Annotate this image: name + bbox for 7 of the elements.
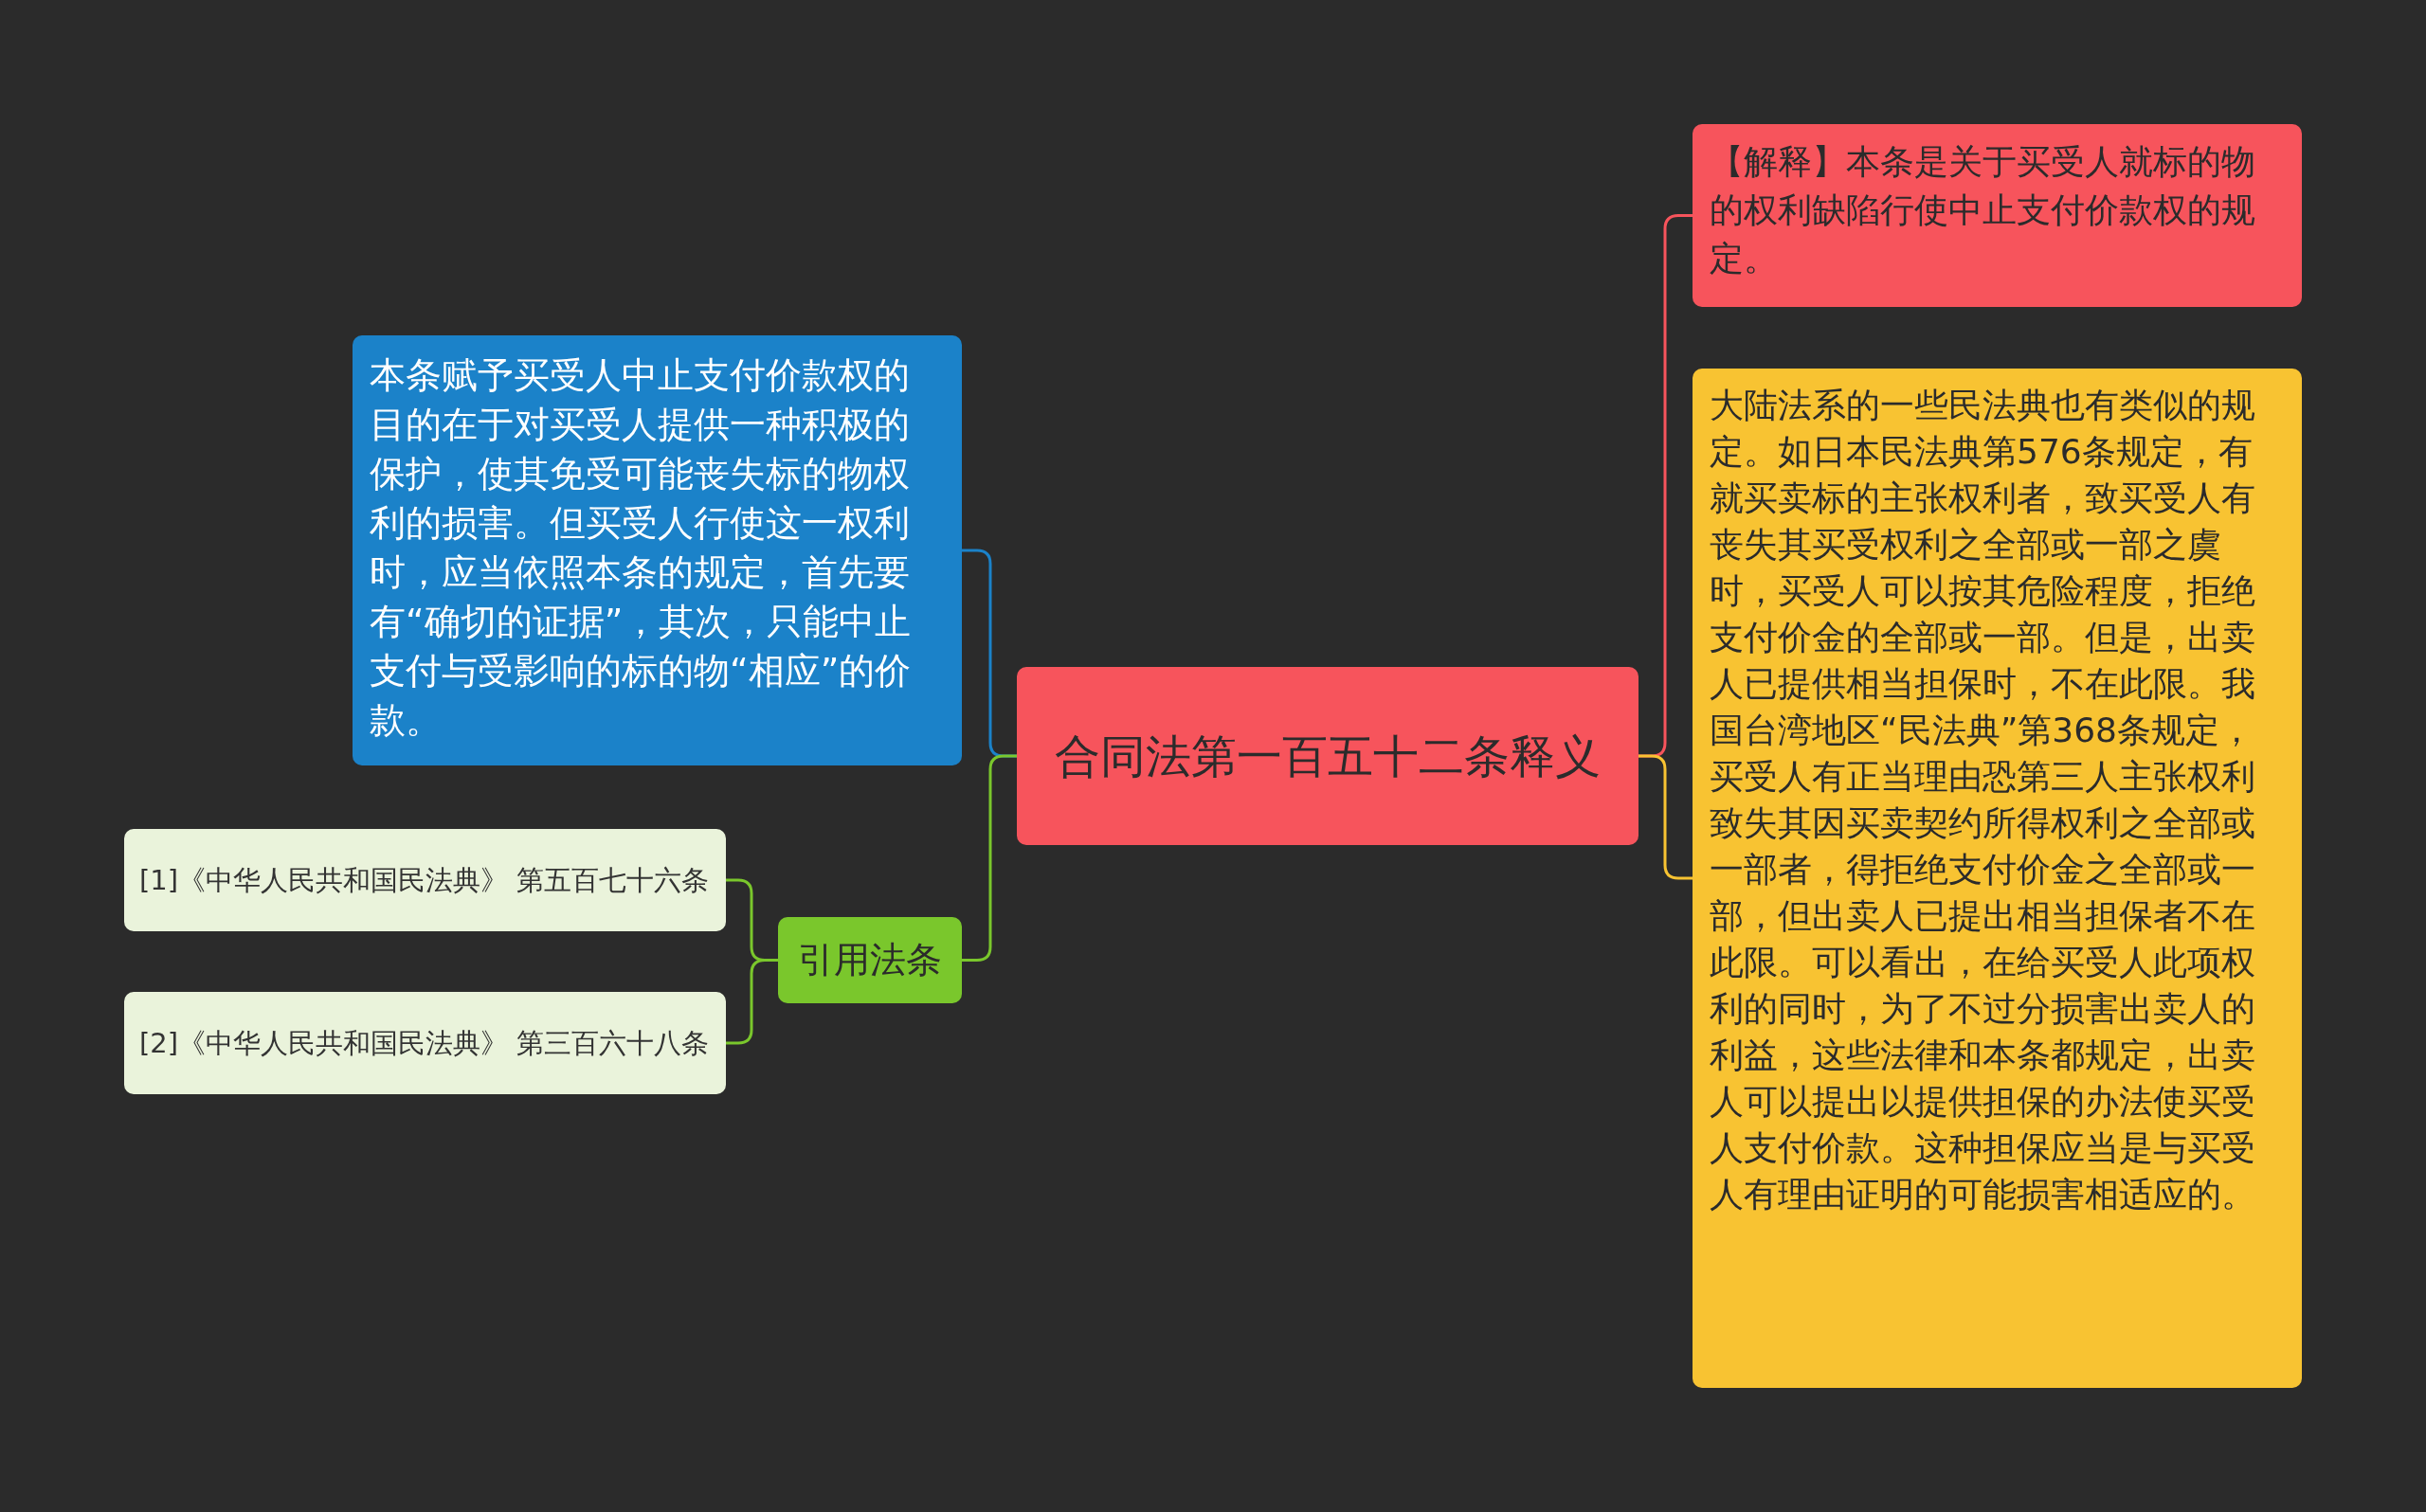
reference-box: [2]《中华人民共和国民法典》 第三百六十八条 — [124, 992, 726, 1094]
topic-box: 本条赋予买受人中止支付价款权的目的在于对买受人提供一种积极的保护，使其免受可能丧失标的物权利的损害。但买受人行使这一权利时，应当依照本条的规定，首先要有“确切的证据”，其次，只能中止支付与受影响的标的物“相应”的价款。 — [353, 335, 962, 765]
central-topic: 合同法第一百五十二条释义 — [1017, 667, 1638, 845]
topic-box: 引用法条 — [778, 917, 962, 1003]
topic-box: 【解释】本条是关于买受人就标的物的权利缺陷行使中止支付价款权的规定。 — [1693, 124, 2302, 307]
reference-box: [1]《中华人民共和国民法典》 第五百七十六条 — [124, 829, 726, 931]
topic-box: 大陆法系的一些民法典也有类似的规定。如日本民法典第576条规定，有就买卖标的主张权利者，致买受人有丧失其买受权利之全部或一部之虞时，买受人可以按其危险程度，拒绝支付价金的全部或一部。但是，出卖人已提供相当担保时，不在此限。我国台湾地区“民法典”第368条规定，买受人有正当理由恐第三人主张权利致失其因买卖契约所得权利之全部或一部者，得拒绝支付价金之全部或一部，但出卖人已提出相当担保者不在此限。可以看出，在给买受人此项权利的同时，为了不过分损害出卖人的利益，这些法律和本条都规定，出卖人可以提出以提供担保的办法使买受人支付价款。这种担保应当是与买受人有理由证明的可能损害相适应的。 — [1693, 369, 2302, 1388]
